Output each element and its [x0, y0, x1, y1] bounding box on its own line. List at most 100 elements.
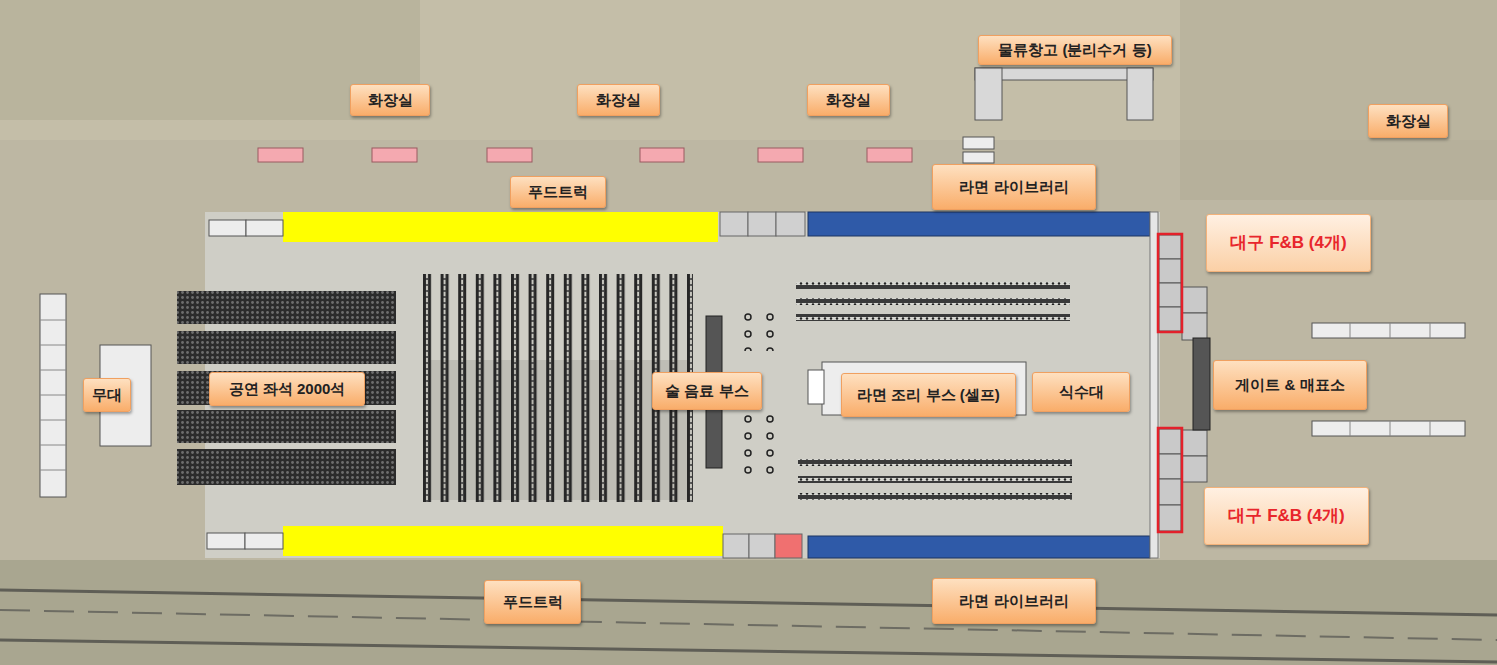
toilet — [867, 148, 912, 162]
fnb-outline — [1158, 234, 1182, 332]
divider — [40, 320, 66, 321]
zone-label: 푸드트럭 — [503, 593, 563, 611]
standing-tables — [743, 311, 776, 351]
zone-label-box: 무대 — [83, 378, 131, 412]
zone-label: 라면 라이브러리 — [959, 592, 1068, 610]
booth — [963, 137, 994, 149]
road-line — [0, 610, 1497, 640]
zone-label-box: 푸드트럭 — [510, 176, 606, 208]
toilet — [258, 148, 303, 162]
zone-label: 식수대 — [1059, 383, 1104, 401]
booth — [1159, 283, 1181, 307]
zone-label: 공연 좌석 2000석 — [229, 380, 346, 398]
booth — [749, 534, 775, 558]
booth — [207, 533, 245, 549]
booth — [1159, 505, 1181, 531]
zone-label-box: 라면 라이브러리 — [932, 164, 1096, 210]
booth — [776, 212, 805, 236]
zone-label: 게이트 & 매표소 — [1235, 376, 1344, 394]
divider — [40, 470, 66, 471]
bench — [796, 298, 1070, 305]
ramen-library-zone — [808, 536, 1150, 558]
seat-blocks — [177, 291, 396, 485]
bench — [798, 459, 1072, 466]
zone-label-box: 푸드트럭 — [484, 580, 581, 624]
booth — [209, 220, 246, 236]
toilet — [372, 148, 417, 162]
divider — [40, 420, 66, 421]
zone-label: 푸드트럭 — [528, 183, 588, 201]
booth — [1182, 430, 1207, 456]
booth — [1182, 287, 1207, 313]
zone-label-box: 공연 좌석 2000석 — [209, 372, 365, 406]
toilet — [487, 148, 532, 162]
zone-label: 물류창고 (분리수거 등) — [998, 41, 1151, 59]
seat-block — [177, 291, 396, 324]
food-truck-zone — [283, 526, 723, 556]
field — [0, 560, 1497, 665]
road-line — [0, 640, 1497, 662]
fnb-label-box: 대구 F&B (4개) — [1204, 487, 1369, 545]
divider — [40, 370, 66, 371]
zone-label-box: 화장실 — [577, 84, 660, 116]
warehouse — [975, 68, 1153, 120]
zone-label: 라면 라이브러리 — [959, 178, 1068, 196]
booth — [720, 212, 748, 236]
zone-label: 대구 F&B (4개) — [1230, 233, 1346, 253]
booth — [246, 220, 283, 236]
ramen-library-zone — [808, 212, 1150, 236]
sink — [808, 370, 824, 404]
site-ground — [205, 212, 1160, 558]
booth — [1182, 313, 1207, 340]
zone-label: 화장실 — [368, 91, 413, 109]
booth — [1159, 429, 1181, 454]
divider — [1430, 421, 1431, 436]
divider — [1390, 421, 1391, 436]
bench — [798, 476, 1072, 483]
fnb-outline — [1158, 428, 1182, 532]
seat-block — [177, 371, 396, 405]
booth — [775, 534, 802, 558]
booth — [748, 212, 776, 236]
divider — [40, 345, 66, 346]
side-stack — [40, 294, 66, 497]
fnb-label-box: 대구 F&B (4개) — [1206, 214, 1371, 272]
booth — [1159, 479, 1181, 505]
divider — [1350, 323, 1351, 338]
divider — [1390, 323, 1391, 338]
booth — [1182, 456, 1207, 482]
booth — [245, 533, 283, 549]
zone-label-box: 식수대 — [1032, 372, 1130, 412]
zone-label: 화장실 — [1386, 112, 1431, 130]
divider — [1350, 421, 1351, 436]
zone-label-box: 술 음료 부스 — [652, 372, 762, 410]
dining-benches — [796, 282, 1072, 500]
booth — [723, 534, 749, 558]
seat-block — [177, 331, 396, 364]
food-truck-zone — [283, 212, 718, 242]
divider — [40, 395, 66, 396]
warehouse-block — [975, 68, 1002, 120]
seat-block — [177, 449, 396, 485]
zone-label-box: 화장실 — [807, 84, 890, 116]
toilets — [258, 148, 912, 162]
zone-label: 대구 F&B (4개) — [1228, 506, 1344, 526]
toilet — [758, 148, 803, 162]
seat-block — [177, 410, 396, 443]
toilet — [640, 148, 684, 162]
zone-label: 술 음료 부스 — [665, 382, 748, 400]
zone-label: 화장실 — [826, 91, 871, 109]
booth — [1159, 235, 1181, 259]
zone-label-box: 게이트 & 매표소 — [1213, 360, 1367, 410]
divider — [1430, 323, 1431, 338]
gate — [1193, 338, 1210, 430]
bench — [796, 282, 1070, 289]
stack-lines — [40, 320, 1430, 470]
bench — [798, 493, 1072, 500]
zone-label: 화장실 — [596, 91, 641, 109]
divider — [40, 445, 66, 446]
